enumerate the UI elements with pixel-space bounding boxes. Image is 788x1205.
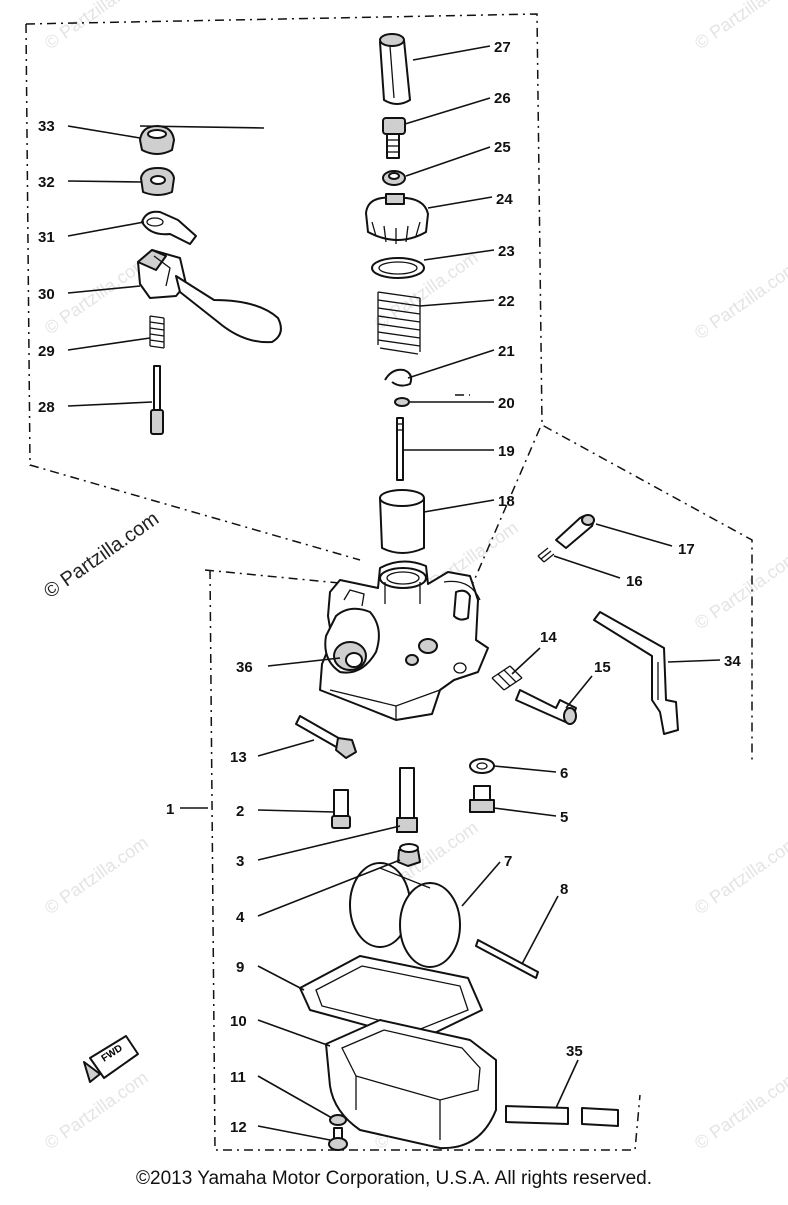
part-2-jet: [331, 789, 351, 829]
copyright-notice: ©2013 Yamaha Motor Corporation, U.S.A. A…: [136, 1168, 652, 1189]
callout-2: 2: [236, 803, 244, 820]
callout-13: 13: [230, 749, 247, 766]
part-26-screw: [382, 117, 406, 159]
callout-34: 34: [724, 653, 741, 670]
part-13-screw: [295, 715, 357, 759]
callout-36: 36: [236, 659, 253, 676]
callout-22: 22: [498, 293, 515, 310]
watermark-faint: © Partzilla.com: [691, 1067, 788, 1153]
part-33-cap: [139, 125, 175, 155]
callout-33: 33: [38, 118, 55, 135]
part-35-hose: [505, 1105, 619, 1127]
part-8-pin: [475, 939, 539, 979]
part-19-needle: [396, 417, 404, 481]
callout-17: 17: [678, 541, 695, 558]
callout-35: 35: [566, 1043, 583, 1060]
part-6-washer: [469, 758, 495, 774]
part-16-spring: [537, 547, 555, 563]
part-30-choke-lever: [137, 249, 282, 344]
watermark-faint: © Partzilla.com: [691, 832, 788, 918]
callout-8: 8: [560, 881, 568, 898]
callout-24: 24: [496, 191, 513, 208]
callout-7: 7: [504, 853, 512, 870]
leader-lines: [67, 45, 721, 1141]
watermark-faint: © Partzilla.com: [691, 257, 788, 343]
part-24-top-cap: [365, 193, 429, 244]
fwd-arrow-icon: FWD: [83, 1035, 139, 1083]
part-27-cap: [379, 33, 411, 105]
callout-5: 5: [560, 809, 568, 826]
watermark-faint: © Partzilla.com: [41, 0, 152, 53]
callout-1: 1: [166, 801, 174, 818]
callout-29: 29: [38, 343, 55, 360]
watermark-faint: © Partzilla.com: [41, 252, 152, 338]
part-23-gasket: [371, 257, 425, 279]
callout-3: 3: [236, 853, 244, 870]
part-31-plate: [141, 210, 197, 245]
callout-26: 26: [494, 90, 511, 107]
callout-21: 21: [498, 343, 515, 360]
callout-11: 11: [230, 1069, 246, 1086]
callout-32: 32: [38, 174, 55, 191]
part-21-clip: [384, 368, 413, 387]
part-23-gasket-inner: [378, 261, 418, 275]
part-5-plug: [469, 785, 495, 813]
callout-16: 16: [626, 573, 643, 590]
callout-27: 27: [494, 39, 511, 56]
part-18-throttle-valve: [379, 489, 425, 554]
part-28-plunger: [150, 365, 164, 435]
part-11-washer: [329, 1114, 347, 1126]
assembly-boundary: [25, 13, 753, 1151]
part-15-screw: [515, 689, 577, 725]
part-31-hole: [146, 217, 164, 227]
callout-4: 4: [236, 909, 245, 926]
callout-12: 12: [230, 1119, 247, 1136]
part-10-float-bowl: [325, 1019, 497, 1150]
callout-10: 10: [230, 1013, 247, 1030]
callout-19: 19: [498, 443, 515, 460]
part-20-washer: [394, 397, 410, 407]
watermark-faint: © Partzilla.com: [691, 547, 788, 633]
callout-numbers: 1 2 3 4 5 6 7 8 9 10 11 12 13 14 15 16 1…: [38, 39, 741, 1136]
callout-15: 15: [594, 659, 611, 676]
callout-30: 30: [38, 286, 55, 303]
part-14-spring: [491, 665, 523, 691]
part-17-fitting: [555, 514, 595, 549]
watermark-faint: © Partzilla.com: [691, 0, 788, 53]
part-7-float: [349, 862, 461, 968]
callout-18: 18: [498, 493, 515, 510]
part-25-nut: [382, 170, 406, 186]
callout-20: 20: [498, 395, 515, 412]
part-3-needle-jet: [396, 767, 418, 833]
part-12-screw: [328, 1127, 348, 1151]
watermark-faint: © Partzilla.com: [41, 832, 152, 918]
part-22-spring: [377, 291, 421, 355]
callout-23: 23: [498, 243, 515, 260]
part-4-main-jet: [397, 843, 421, 867]
part-29-spring: [149, 315, 165, 349]
callout-28: 28: [38, 399, 55, 416]
part-32-nut: [140, 167, 175, 196]
carburetor-body: [319, 560, 489, 721]
part-34-overflow-pipe: [593, 611, 679, 735]
callout-9: 9: [236, 959, 244, 976]
callout-14: 14: [540, 629, 557, 646]
callout-31: 31: [38, 229, 55, 246]
callout-25: 25: [494, 139, 511, 156]
callout-6: 6: [560, 765, 568, 782]
watermark-faint: © Partzilla.com: [41, 1067, 152, 1153]
part-9-gasket: [299, 955, 483, 1041]
